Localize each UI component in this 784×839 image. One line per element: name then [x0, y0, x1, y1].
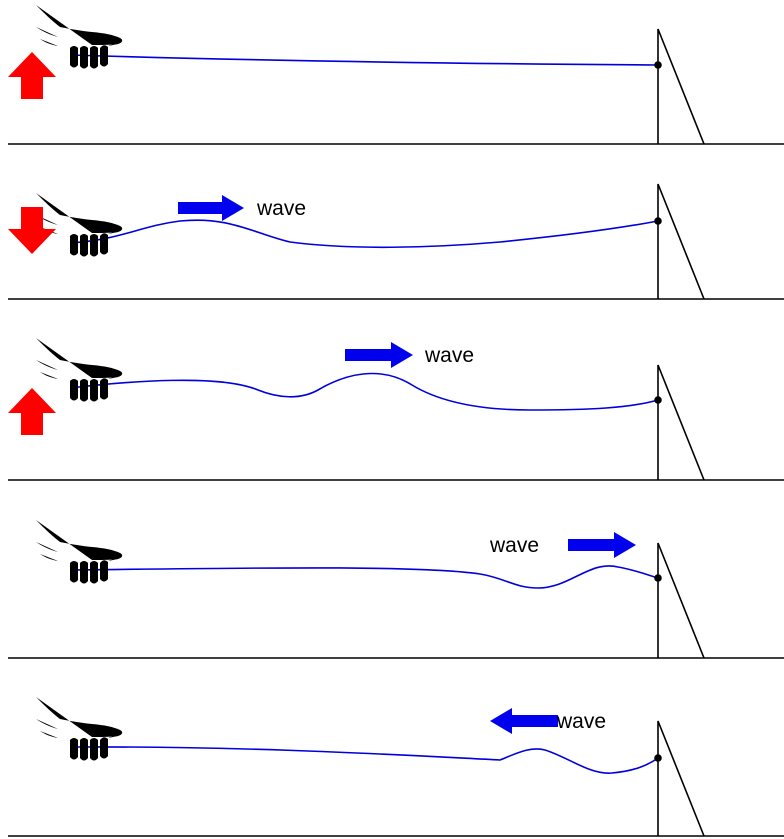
- red-arrow-icon: [8, 388, 56, 435]
- blue-arrow-icon: [490, 708, 558, 734]
- red-arrow-icon: [8, 207, 56, 254]
- hand-icon: [36, 697, 123, 761]
- post-icon: [657, 364, 705, 481]
- rope-anchor-point: [654, 754, 662, 762]
- hand-icon: [36, 520, 123, 584]
- blue-arrow-icon: [345, 342, 413, 368]
- post-icon: [657, 542, 705, 659]
- wave-label: wave: [256, 197, 306, 220]
- rope-anchor-point: [654, 217, 662, 225]
- hand-icon: [36, 338, 123, 402]
- wave-label: wave: [556, 710, 606, 733]
- post-icon: [657, 720, 705, 837]
- panel-3: wave: [8, 338, 784, 481]
- blue-arrow-icon: [178, 195, 244, 221]
- rope-anchor-point: [654, 396, 662, 404]
- rope: [69, 746, 659, 774]
- panel-2: wave: [8, 183, 784, 300]
- rope: [69, 219, 659, 249]
- hand-icon: [36, 5, 123, 69]
- panel-5: wave: [8, 697, 784, 837]
- post-icon: [657, 28, 705, 145]
- wave-label: wave: [424, 344, 474, 367]
- rope: [69, 54, 659, 66]
- red-arrow-icon: [8, 52, 56, 99]
- rope-anchor-point: [654, 574, 662, 582]
- rope: [69, 565, 659, 589]
- post-icon: [657, 183, 705, 300]
- panel-1: [8, 5, 784, 145]
- rope-anchor-point: [654, 61, 662, 69]
- panel-4: wave: [8, 520, 784, 659]
- wave-label: wave: [489, 534, 539, 557]
- rope: [69, 372, 659, 411]
- hand-icon: [36, 193, 123, 257]
- blue-arrow-icon: [568, 532, 636, 558]
